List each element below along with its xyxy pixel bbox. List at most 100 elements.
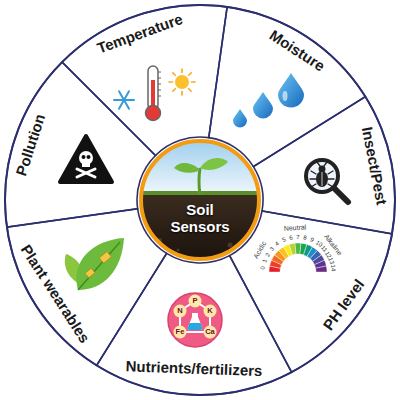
outer-ring [5, 5, 395, 395]
center-circle: Soil Sensors [139, 139, 261, 261]
segment-outline [62, 5, 227, 155]
segment-label: Nutrients/fertilizers [125, 358, 262, 379]
outer-ring [5, 5, 395, 395]
moisture-drops [253, 92, 273, 119]
ph-number: 12 [324, 250, 333, 259]
ph-number: 8 [303, 234, 308, 241]
segment-outline [97, 253, 292, 395]
pest-magnifier [306, 160, 348, 202]
segment-label: Moisture [266, 27, 327, 75]
illustration-part [77, 169, 95, 177]
plant-wearable-icon [99, 251, 111, 263]
illustration-part [173, 89, 176, 92]
illustration-part [119, 91, 129, 108]
illustration-part [158, 72, 161, 73]
segment-label: PH level [320, 276, 368, 333]
nutrient-icon [168, 293, 222, 347]
plant-wearable-icon [78, 242, 120, 290]
illustration-part [324, 162, 327, 166]
soil-photo [200, 158, 228, 170]
illustration-part [169, 81, 173, 83]
nutrient-icon [174, 305, 187, 318]
illustration-part [192, 81, 196, 83]
temperature-icon [146, 106, 161, 121]
ph-number: 4 [274, 240, 281, 247]
illustration-part [181, 92, 183, 96]
plant-wearable-icon [85, 268, 95, 278]
illustration-part [77, 169, 95, 177]
nutrient-symbol: Ca [205, 328, 215, 336]
segment-outline [230, 211, 392, 372]
ph-number: 14 [329, 265, 336, 272]
plant-wearable-icon [65, 238, 124, 290]
illustration-part [158, 72, 161, 96]
ph-number: 7 [296, 234, 299, 241]
illustration-part [310, 178, 316, 179]
segment-outline [253, 97, 395, 234]
illustration-part [310, 162, 334, 187]
temperature-icon [175, 75, 189, 89]
nutrient-icon [174, 326, 187, 339]
soil-photo [158, 238, 162, 242]
plant-wearable-icon [76, 238, 124, 290]
segment-label: Insect/Pest [359, 126, 390, 207]
illustration-part [77, 169, 95, 177]
moisture-drops [283, 91, 288, 101]
ph-number: 10 [314, 239, 323, 248]
soil-photo [140, 140, 260, 260]
illustration-part [169, 69, 195, 95]
ph-number: 0 [260, 266, 267, 270]
nutrient-icon [188, 313, 203, 330]
illustration-part [189, 89, 192, 92]
moisture-drops [233, 109, 247, 128]
illustration-part [158, 78, 161, 79]
pest-magnifier [334, 188, 348, 202]
soil-photo [140, 140, 260, 196]
nutrient-symbol: N [177, 307, 182, 315]
segment-label: Temperature [95, 11, 185, 57]
pollution-hazard-sign [82, 155, 86, 159]
illustration-part [181, 69, 183, 73]
ph-number: 2 [264, 251, 271, 257]
ph-number: 11 [319, 244, 328, 253]
ph-number: 3 [268, 245, 275, 252]
pest-magnifier [306, 160, 338, 192]
soil-photo [177, 249, 180, 252]
pest-magnifier [319, 166, 326, 173]
ph-number: 13 [327, 257, 335, 265]
ph-number: 9 [309, 236, 315, 243]
segment-outline [5, 62, 155, 227]
nutrient-icon [188, 323, 203, 330]
ph-number: 1 [261, 259, 268, 264]
soil-photo [140, 194, 260, 260]
ph-gauge [269, 243, 327, 272]
illustration-part [173, 73, 176, 76]
illustration-part [189, 73, 192, 76]
illustration-part [328, 178, 334, 179]
illustration-part [158, 90, 161, 91]
ph-number: 5 [281, 236, 287, 243]
segment-label: Pollution [13, 112, 49, 178]
nutrient-icon [189, 295, 202, 308]
illustration-part [311, 171, 316, 174]
nutrient-icon [204, 305, 217, 318]
soil-photo [199, 168, 200, 194]
pest-magnifier [316, 171, 328, 187]
moisture-drops [278, 73, 304, 107]
pollution-hazard-sign [82, 161, 90, 167]
nutrient-symbol: P [192, 297, 197, 305]
center-ring [141, 141, 259, 259]
illustration-part [328, 184, 333, 187]
